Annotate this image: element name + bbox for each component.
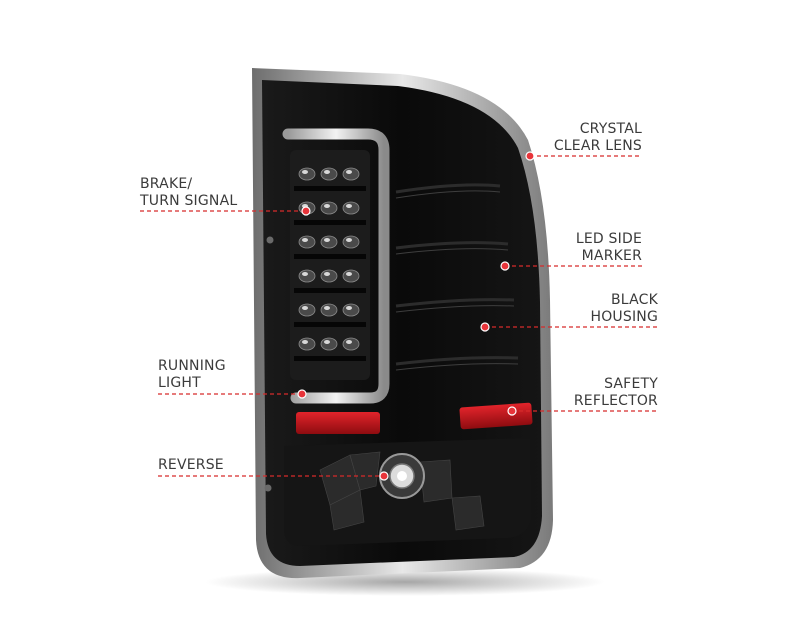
housing-ribs bbox=[395, 183, 519, 366]
led-cell bbox=[298, 337, 316, 351]
led-cell bbox=[298, 269, 316, 283]
led-cell bbox=[320, 303, 338, 317]
callout-text: CLEAR LENS bbox=[553, 138, 642, 154]
led-cell bbox=[342, 269, 360, 283]
led-cell bbox=[320, 337, 338, 351]
callout-black-housing: BLACK HOUSING bbox=[590, 292, 658, 326]
led-cell bbox=[320, 269, 338, 283]
callout-brake-turn-signal: BRAKE/ TURN SIGNAL bbox=[140, 176, 237, 210]
callout-text: BLACK bbox=[610, 292, 658, 308]
callout-text: TURN SIGNAL bbox=[140, 193, 238, 209]
callout-text: LED SIDE bbox=[575, 231, 642, 247]
callout-lines bbox=[140, 155, 658, 477]
callout-text: BRAKE/ bbox=[140, 176, 193, 192]
callout-text: SAFETY bbox=[604, 376, 658, 392]
led-cell bbox=[342, 235, 360, 249]
led-row-divider bbox=[294, 220, 366, 225]
led-cell bbox=[342, 303, 360, 317]
led-highlight bbox=[346, 170, 352, 174]
led-highlight bbox=[346, 204, 352, 208]
led-cell bbox=[298, 235, 316, 249]
led-cell bbox=[342, 337, 360, 351]
led-highlight bbox=[346, 340, 352, 344]
callout-led-side-marker: LED SIDE MARKER bbox=[576, 231, 642, 265]
callout-dots bbox=[297, 151, 535, 481]
callout-crystal-clear-lens: CRYSTAL CLEAR LENS bbox=[554, 121, 642, 155]
led-highlight bbox=[324, 204, 330, 208]
led-array bbox=[294, 167, 366, 361]
callout-text: CRYSTAL bbox=[579, 121, 642, 137]
led-cell bbox=[298, 303, 316, 317]
led-highlight bbox=[302, 272, 308, 276]
led-row-divider bbox=[294, 356, 366, 361]
led-highlight bbox=[302, 340, 308, 344]
led-highlight bbox=[302, 238, 308, 242]
led-row-divider bbox=[294, 186, 366, 191]
led-highlight bbox=[324, 238, 330, 242]
led-cell bbox=[320, 201, 338, 215]
led-cell bbox=[320, 167, 338, 181]
mount-screw-top bbox=[266, 236, 274, 244]
callout-dot-reflector bbox=[507, 406, 517, 416]
callout-text: HOUSING bbox=[590, 309, 658, 325]
reflector-left bbox=[296, 412, 380, 434]
led-highlight bbox=[324, 340, 330, 344]
led-cell bbox=[342, 167, 360, 181]
callout-dot-housing bbox=[480, 322, 490, 332]
callout-safety-reflector: SAFETY REFLECTOR bbox=[574, 376, 658, 410]
callout-running-light: RUNNING LIGHT bbox=[158, 358, 226, 392]
reverse-bulb-core bbox=[397, 471, 407, 481]
led-highlight bbox=[302, 170, 308, 174]
callout-dot-reverse bbox=[379, 471, 389, 481]
callout-text: RUNNING bbox=[158, 358, 226, 374]
rib-highlights bbox=[395, 190, 519, 371]
led-highlight bbox=[346, 272, 352, 276]
led-cell bbox=[320, 235, 338, 249]
led-highlight bbox=[346, 238, 352, 242]
led-highlight bbox=[324, 272, 330, 276]
running-light-tube bbox=[282, 128, 390, 404]
callout-text: MARKER bbox=[581, 248, 642, 264]
callout-dot-brake bbox=[301, 206, 311, 216]
led-row-divider bbox=[294, 254, 366, 259]
callout-dot-marker bbox=[500, 261, 510, 271]
callout-reverse: REVERSE bbox=[158, 457, 224, 474]
reverse-facets bbox=[319, 451, 485, 531]
led-cell bbox=[342, 201, 360, 215]
callout-text: LIGHT bbox=[158, 375, 201, 391]
led-row-divider bbox=[294, 322, 366, 327]
mount-screw-bottom bbox=[264, 484, 272, 492]
callout-text: REFLECTOR bbox=[573, 393, 658, 409]
callout-text: REVERSE bbox=[158, 457, 224, 473]
led-highlight bbox=[324, 306, 330, 310]
led-highlight bbox=[302, 306, 308, 310]
led-cell bbox=[298, 167, 316, 181]
led-highlight bbox=[346, 306, 352, 310]
led-highlight bbox=[324, 170, 330, 174]
led-row-divider bbox=[294, 288, 366, 293]
callout-dot-crystal bbox=[525, 151, 535, 161]
callout-dot-running bbox=[297, 389, 307, 399]
